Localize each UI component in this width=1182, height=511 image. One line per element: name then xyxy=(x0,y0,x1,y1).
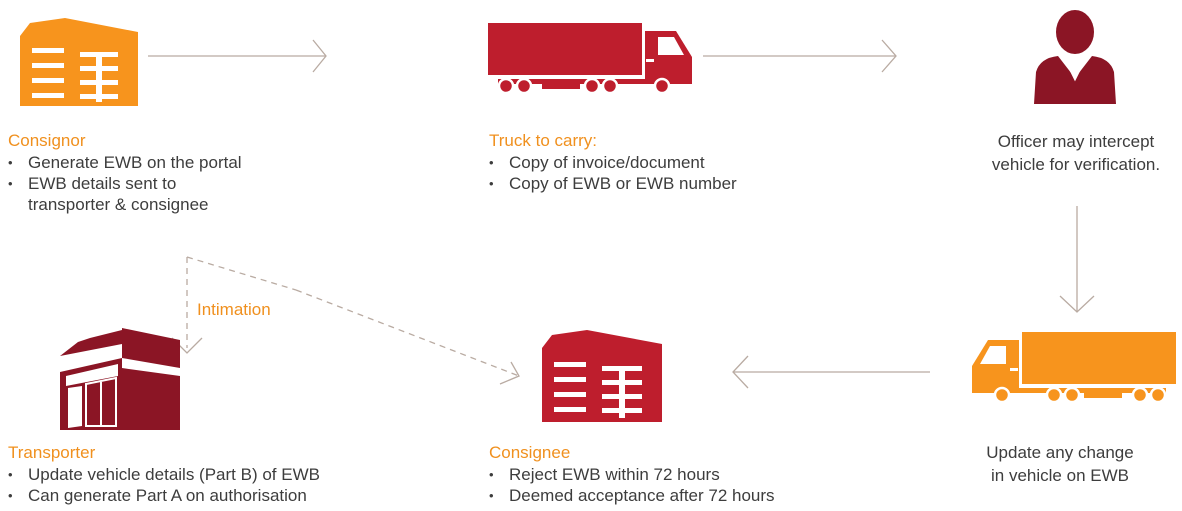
list-item: Copy of invoice/document xyxy=(489,152,737,173)
warehouse-building-icon xyxy=(542,330,662,422)
list-item: EWB details sent to xyxy=(8,173,242,194)
truck-title: Truck to carry: xyxy=(489,131,597,150)
intimation-label: Intimation xyxy=(197,300,271,319)
consignee-bullet-list: Reject EWB within 72 hours Deemed accept… xyxy=(489,464,775,506)
truck-bullet-list: Copy of invoice/document Copy of EWB or … xyxy=(489,152,737,194)
arrowhead xyxy=(881,39,897,73)
truck-icon xyxy=(972,332,1176,404)
list-item: Copy of EWB or EWB number xyxy=(489,173,737,194)
intimation-dashed-top xyxy=(186,256,297,291)
list-item: Generate EWB on the portal xyxy=(8,152,242,173)
officer-line-1: Officer may intercept xyxy=(997,132,1155,151)
arrowhead xyxy=(312,39,327,73)
warehouse-building-icon xyxy=(20,18,138,106)
arrowhead xyxy=(732,355,749,389)
person-icon xyxy=(1034,10,1116,104)
consignor-title: Consignor xyxy=(8,131,86,150)
consignee-title: Consignee xyxy=(489,443,571,462)
vehicle-change-line-1: Update any change xyxy=(986,443,1134,462)
list-item: Deemed acceptance after 72 hours xyxy=(489,485,775,506)
transporter-bullet-list: Update vehicle details (Part B) of EWB C… xyxy=(8,464,320,506)
list-item: Reject EWB within 72 hours xyxy=(489,464,775,485)
officer-line-2: vehicle for verification. xyxy=(991,155,1161,174)
arrowhead xyxy=(1059,295,1095,313)
transporter-title: Transporter xyxy=(8,443,96,462)
vehicle-change-line-2: in vehicle on EWB xyxy=(991,466,1129,485)
intimation-dashed-to-consignee xyxy=(295,289,520,377)
truck-icon xyxy=(488,23,692,95)
list-item-continuation: transporter & consignee xyxy=(28,195,209,214)
vehicle-change-text: Update any change in vehicle on EWB xyxy=(960,441,1160,487)
arrowhead xyxy=(499,361,520,385)
list-item: Update vehicle details (Part B) of EWB xyxy=(8,464,320,485)
officer-text: Officer may intercept vehicle for verifi… xyxy=(962,130,1182,176)
list-item: Can generate Part A on authorisation xyxy=(8,485,320,506)
shop-building-icon xyxy=(60,328,180,430)
consignor-bullet-list: Generate EWB on the portal EWB details s… xyxy=(8,152,242,215)
